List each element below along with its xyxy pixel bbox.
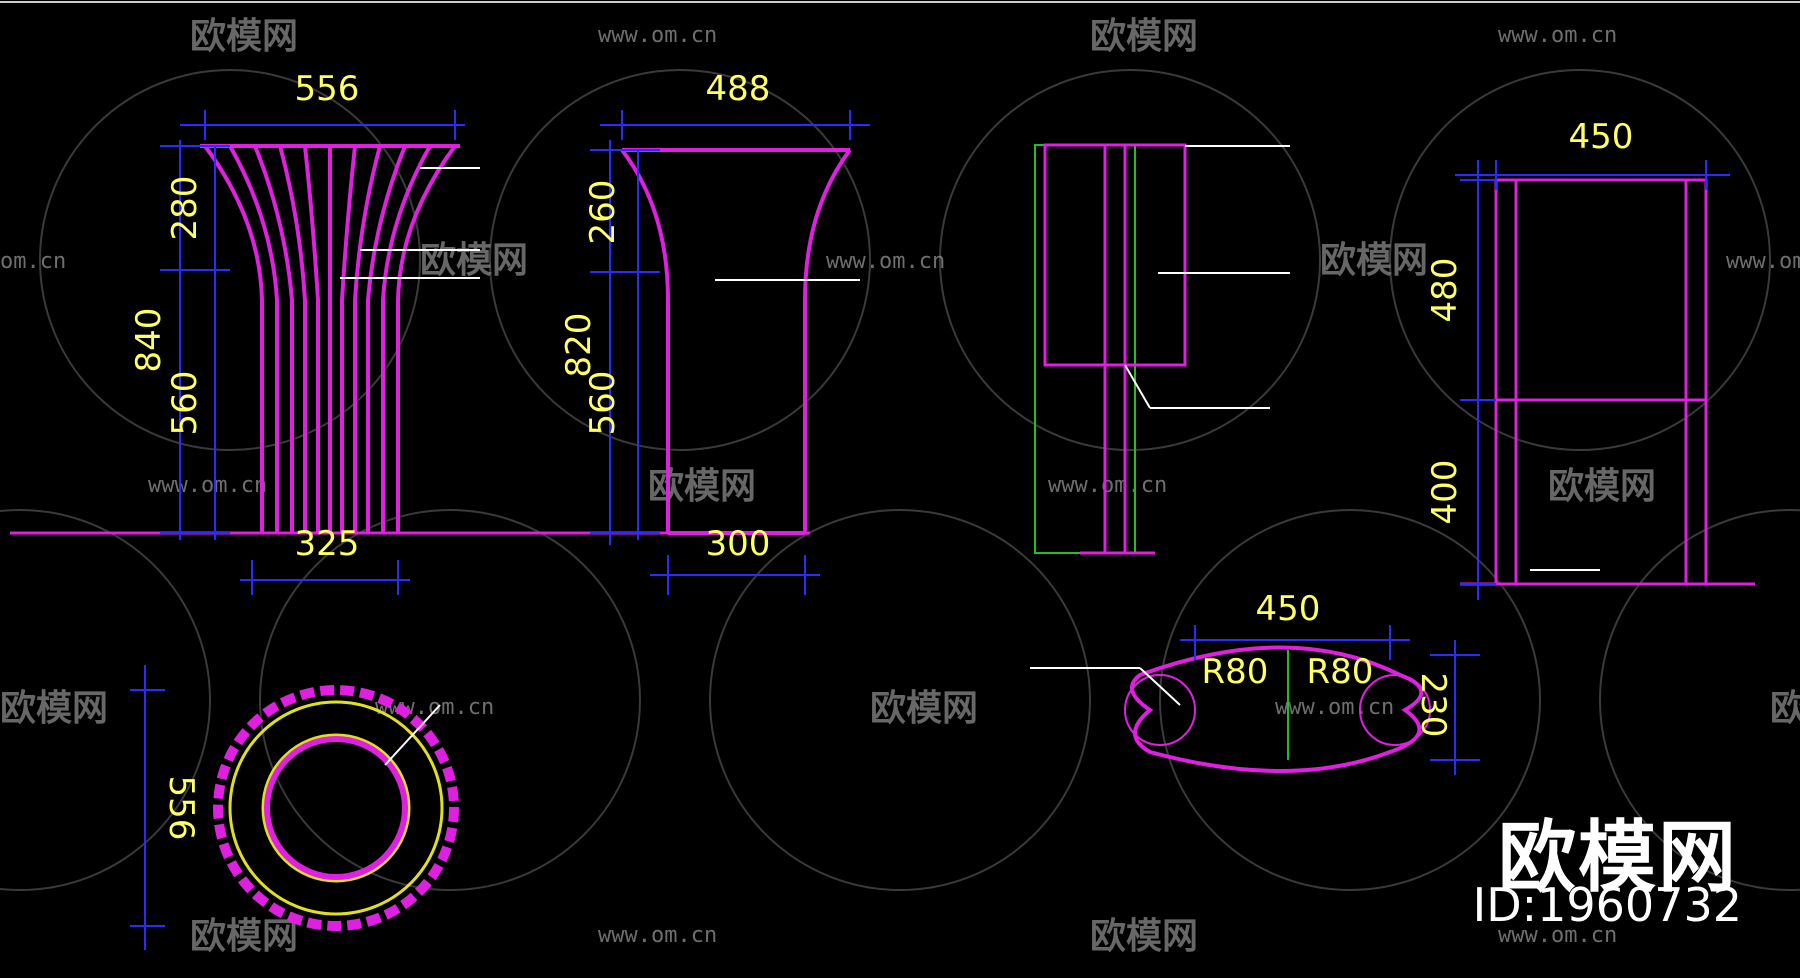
dim-oval-height: 230 xyxy=(1413,673,1453,738)
watermark-url: www.om.cn xyxy=(598,923,717,948)
dim-base-width: 300 xyxy=(706,524,771,564)
view-fluted-elevation: 556 325 280 840 560 xyxy=(129,69,480,595)
dim-top-width: 450 xyxy=(1569,117,1634,157)
watermark-brand: 欧模网 xyxy=(1090,916,1198,957)
watermark-brand-fragment: 欧 xyxy=(1770,688,1800,729)
side-frame-outline xyxy=(1460,178,1755,586)
dim-total-height: 820 xyxy=(559,313,599,378)
watermark-brand: 欧模网 xyxy=(1090,16,1198,57)
watermark-url: www.om.cn xyxy=(1498,23,1617,48)
watermark-url: www.om.cn xyxy=(375,695,494,720)
dim-upper-height: 280 xyxy=(165,176,205,241)
dim-plan-diameter: 556 xyxy=(161,776,201,841)
watermark-url: www.om.cn xyxy=(1498,923,1617,948)
plan-outer-ring xyxy=(213,685,459,931)
dimension-lines xyxy=(1455,160,1730,600)
dim-lower-height: 400 xyxy=(1425,460,1465,525)
dim-base-width: 325 xyxy=(295,524,360,564)
watermark-texts: 欧模网 www.om.cn 欧模网 www.om.cn om.cn 欧模网 ww… xyxy=(0,16,1800,957)
dimension-lines xyxy=(130,665,165,950)
dim-upper-height: 260 xyxy=(583,180,623,245)
dim-radius-left: R80 xyxy=(1202,652,1269,692)
oval-left-arc xyxy=(1124,674,1196,746)
watermark-brand: 欧模网 xyxy=(648,466,756,507)
leader-line xyxy=(384,704,441,766)
view-circular-plan: 556 xyxy=(130,665,459,950)
view-section xyxy=(1034,143,1290,555)
brand-title: 欧模网 xyxy=(1497,813,1738,903)
watermark-url: www.om.cn xyxy=(598,23,717,48)
oval-outline xyxy=(1130,645,1424,773)
leader-lines xyxy=(1124,145,1290,409)
oval-right-arc xyxy=(1359,674,1431,746)
dim-oval-width: 450 xyxy=(1256,589,1321,629)
view-curved-elevation: 488 300 260 820 560 xyxy=(559,69,870,595)
brand-id: ID:1960732 xyxy=(1472,878,1742,932)
watermark-url-fragment: om.cn xyxy=(0,249,66,274)
leader-lines xyxy=(1030,667,1181,706)
watermark-brand: 欧模网 xyxy=(1548,466,1656,507)
watermark-url: www.om.cn xyxy=(1048,473,1167,498)
fluted-column-outline xyxy=(200,144,460,533)
watermark-brand: 欧模网 xyxy=(420,240,528,281)
dimension-lines xyxy=(590,110,870,595)
watermark-url: www.om.cn xyxy=(826,249,945,274)
plan-yellow-ring-outer xyxy=(228,700,444,916)
dim-lower-height: 560 xyxy=(583,371,623,436)
dim-radius-right: R80 xyxy=(1307,652,1374,692)
watermark-circles xyxy=(0,69,1800,891)
plan-yellow-ring-inner xyxy=(261,733,411,883)
dimension-lines xyxy=(160,110,465,595)
dim-lower-height: 560 xyxy=(165,371,205,436)
leader-lines xyxy=(340,167,480,279)
plan-inner-ring xyxy=(264,736,408,880)
view-oval-plan: 450 R80 R80 230 xyxy=(1030,589,1480,775)
watermark-brand: 欧模网 xyxy=(870,688,978,729)
view-side-elevation: 450 480 400 xyxy=(1425,117,1755,600)
watermark-brand-fragment: 欧模网 xyxy=(0,688,108,729)
curved-shell-outline xyxy=(620,148,852,535)
dim-upper-height: 480 xyxy=(1425,258,1465,323)
dim-total-height: 840 xyxy=(129,308,169,373)
watermark-brand: 欧模网 xyxy=(1320,240,1428,281)
watermark-url: www.om.cn xyxy=(148,473,267,498)
watermark-url: www.om.cn xyxy=(1275,695,1394,720)
watermark-brand: 欧模网 xyxy=(190,16,298,57)
watermark-brand: 欧模网 xyxy=(190,916,298,957)
dim-top-width: 556 xyxy=(295,69,360,109)
dimension-lines xyxy=(1180,625,1480,775)
dim-top-width: 488 xyxy=(706,69,771,109)
section-outline xyxy=(1043,143,1187,555)
watermark-url: www.om.cn xyxy=(1726,249,1800,274)
